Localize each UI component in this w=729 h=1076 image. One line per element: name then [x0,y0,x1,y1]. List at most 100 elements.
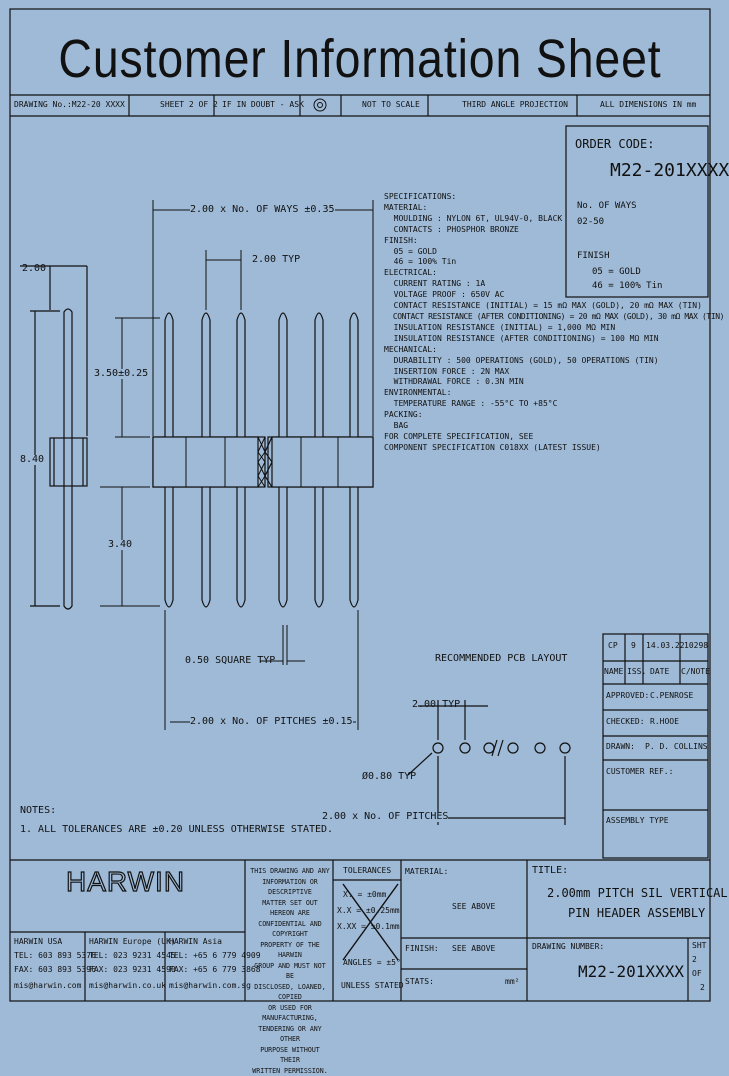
stats-value: mm² [505,978,519,986]
rev-header-cn: C/NOTE [681,668,710,676]
projection-label: THIRD ANGLE PROJECTION [462,101,568,109]
finish-footer-label: FINISH: [405,945,439,953]
customer-ref-label: CUSTOMER REF.: [606,768,673,776]
harwin-logo: HARWIN [66,868,185,896]
confidential-line: INFORMATION OR DESCRIPTIVE [249,877,331,898]
pcb-hole [535,743,545,753]
spec-line: TEMPERATURE RANGE : -55°C TO +85°C [384,399,724,410]
pcb-layout-title: RECOMMENDED PCB LAYOUT [435,654,567,664]
square-dimension: 0.50 SQUARE TYP [185,656,275,666]
rev-date: 14.03.22 [646,642,685,650]
stats-label: STATS: [405,978,434,986]
tolerance-1: X. = ±0mm [343,891,386,899]
projection-symbol-icon [314,99,326,111]
confidential-line: CONFIDENTIAL AND COPYRIGHT [249,919,331,940]
spec-line: ELECTRICAL: [384,268,724,279]
rev-cn: 10298 [684,642,708,650]
europe-tel: TEL: 023 9231 4545 [89,952,176,960]
confidential-line: OR USED FOR MANUFACTURING, [249,1003,331,1024]
pcb-hole [460,743,470,753]
europe-mail[interactable]: mis@harwin.co.uk [89,982,166,990]
outer-border [10,9,710,1001]
spec-line: COMPONENT SPECIFICATION C018XX (LATEST I… [384,443,724,454]
pcb-hole [560,743,570,753]
usa-fax: FAX: 603 893 5396 [14,966,96,974]
pcb-pitches-dimension: 2.00 x No. OF PITCHES [322,812,448,822]
spec-line: BAG [384,421,724,432]
rev-header-date: DATE [650,668,669,676]
rev-name: CP [608,642,618,650]
spec-line: CONTACT RESISTANCE (INITIAL) = 15 mΩ MAX… [384,301,724,312]
spec-line: MOULDING : NYLON 6T, UL94V-0, BLACK [384,214,724,225]
tolerance-2: X.X = ±0.25mm [337,907,400,915]
pcb-hole [484,743,494,753]
material-label: MATERIAL: [405,868,448,876]
not-to-scale: NOT TO SCALE [362,101,420,109]
drawing-number-header: DRAWING No.:M22-20 XXXX [14,101,125,109]
of-label: OF [692,970,702,978]
confidential-notice: THIS DRAWING AND ANY INFORMATION OR DESC… [249,866,331,1076]
spec-line: CONTACTS : PHOSPHOR BRONZE [384,225,724,236]
sheet-value: 2 [692,956,697,964]
pcb-hole-dimension: Ø0.80 TYP [362,772,416,782]
confidential-line: MATTER SET OUT HEREON ARE [249,898,331,919]
of-value: 2 [700,984,705,992]
spec-line: PACKING: [384,410,724,421]
assembly-type-label: ASSEMBLY TYPE [606,817,669,825]
notes-title: NOTES: [20,806,56,816]
confidential-line: THIS DRAWING AND ANY [249,866,331,877]
height-340-dimension: 3.40 [108,540,132,550]
spec-line: SPECIFICATIONS: [384,192,724,203]
order-code-value: M22-201XXXX [610,162,729,180]
typ-dimension: 2.00 TYP [252,255,300,265]
pcb-typ-dimension: 2.00 TYP [412,700,460,710]
spec-line: MECHANICAL: [384,345,724,356]
notes-line-1: 1. ALL TOLERANCES ARE ±0.20 UNLESS OTHER… [20,825,333,835]
spec-line: MATERIAL: [384,203,724,214]
asia-tel: TEL: +65 6 779 4909 [169,952,261,960]
doubt-ask: IF IN DOUBT - ASK [222,101,304,109]
spec-line: INSULATION RESISTANCE (AFTER CONDITIONIN… [384,334,724,345]
usa-name: HARWIN USA [14,938,62,946]
drawing-linework [0,0,720,1012]
spec-line: ENVIRONMENTAL: [384,388,724,399]
side-width-dimension: 2.00 [22,264,46,274]
material-value: SEE ABOVE [452,903,495,911]
specifications-block: SPECIFICATIONS: MATERIAL: MOULDING : NYL… [384,192,724,454]
spec-line: 05 = GOLD [384,247,724,258]
height-350-dimension: 3.50±0.25 [94,369,148,379]
asia-mail[interactable]: mis@harwin.com.sg [169,982,251,990]
sheet-header: SHEET 2 OF 2 [160,101,218,109]
confidential-line: TENDERING OR ANY OTHER [249,1024,331,1045]
spec-line: FINISH: [384,236,724,247]
checked-label: CHECKED: [606,718,645,726]
europe-fax: FAX: 023 9231 4590 [89,966,176,974]
confidential-line: PROPERTY OF THE HARWIN [249,940,331,961]
spec-line: CURRENT RATING : 1A [384,279,724,290]
pcb-hole [433,743,443,753]
rev-header-iss: ISS. [627,668,646,676]
angles-tolerance: ANGLES = ±5° [343,959,401,967]
confidential-line: GROUP AND MUST NOT BE [249,961,331,982]
spec-line: CONTACT RESISTANCE (AFTER CONDITIONING) … [384,312,724,323]
rev-iss: 9 [631,642,636,650]
order-code-label: ORDER CODE: [575,138,654,150]
drawing-title-line-1: 2.00mm PITCH SIL VERTICAL [547,887,728,899]
finish-footer-value: SEE ABOVE [452,945,495,953]
drawing-title-line-2: PIN HEADER ASSEMBLY [568,907,705,919]
drawn-by: P. D. COLLINS [645,743,708,751]
confidential-line: PURPOSE WITHOUT THEIR [249,1045,331,1066]
spec-line: FOR COMPLETE SPECIFICATION, SEE [384,432,724,443]
usa-mail[interactable]: mis@harwin.com [14,982,81,990]
confidential-line: WRITTEN PERMISSION. [249,1066,331,1076]
spec-line: DURABILITY : 500 OPERATIONS (GOLD), 50 O… [384,356,724,367]
rev-header-name: NAME [604,668,623,676]
height-840-dimension: 8.40 [20,455,44,465]
drawn-label: DRAWN: [606,743,635,751]
approved-by: C.PENROSE [650,692,693,700]
checked-by: R.HOOE [650,718,679,726]
side-view-body [50,438,87,486]
unless-stated: UNLESS STATED [341,982,404,990]
sheet-label: SHT [692,942,706,950]
approved-label: APPROVED: [606,692,649,700]
